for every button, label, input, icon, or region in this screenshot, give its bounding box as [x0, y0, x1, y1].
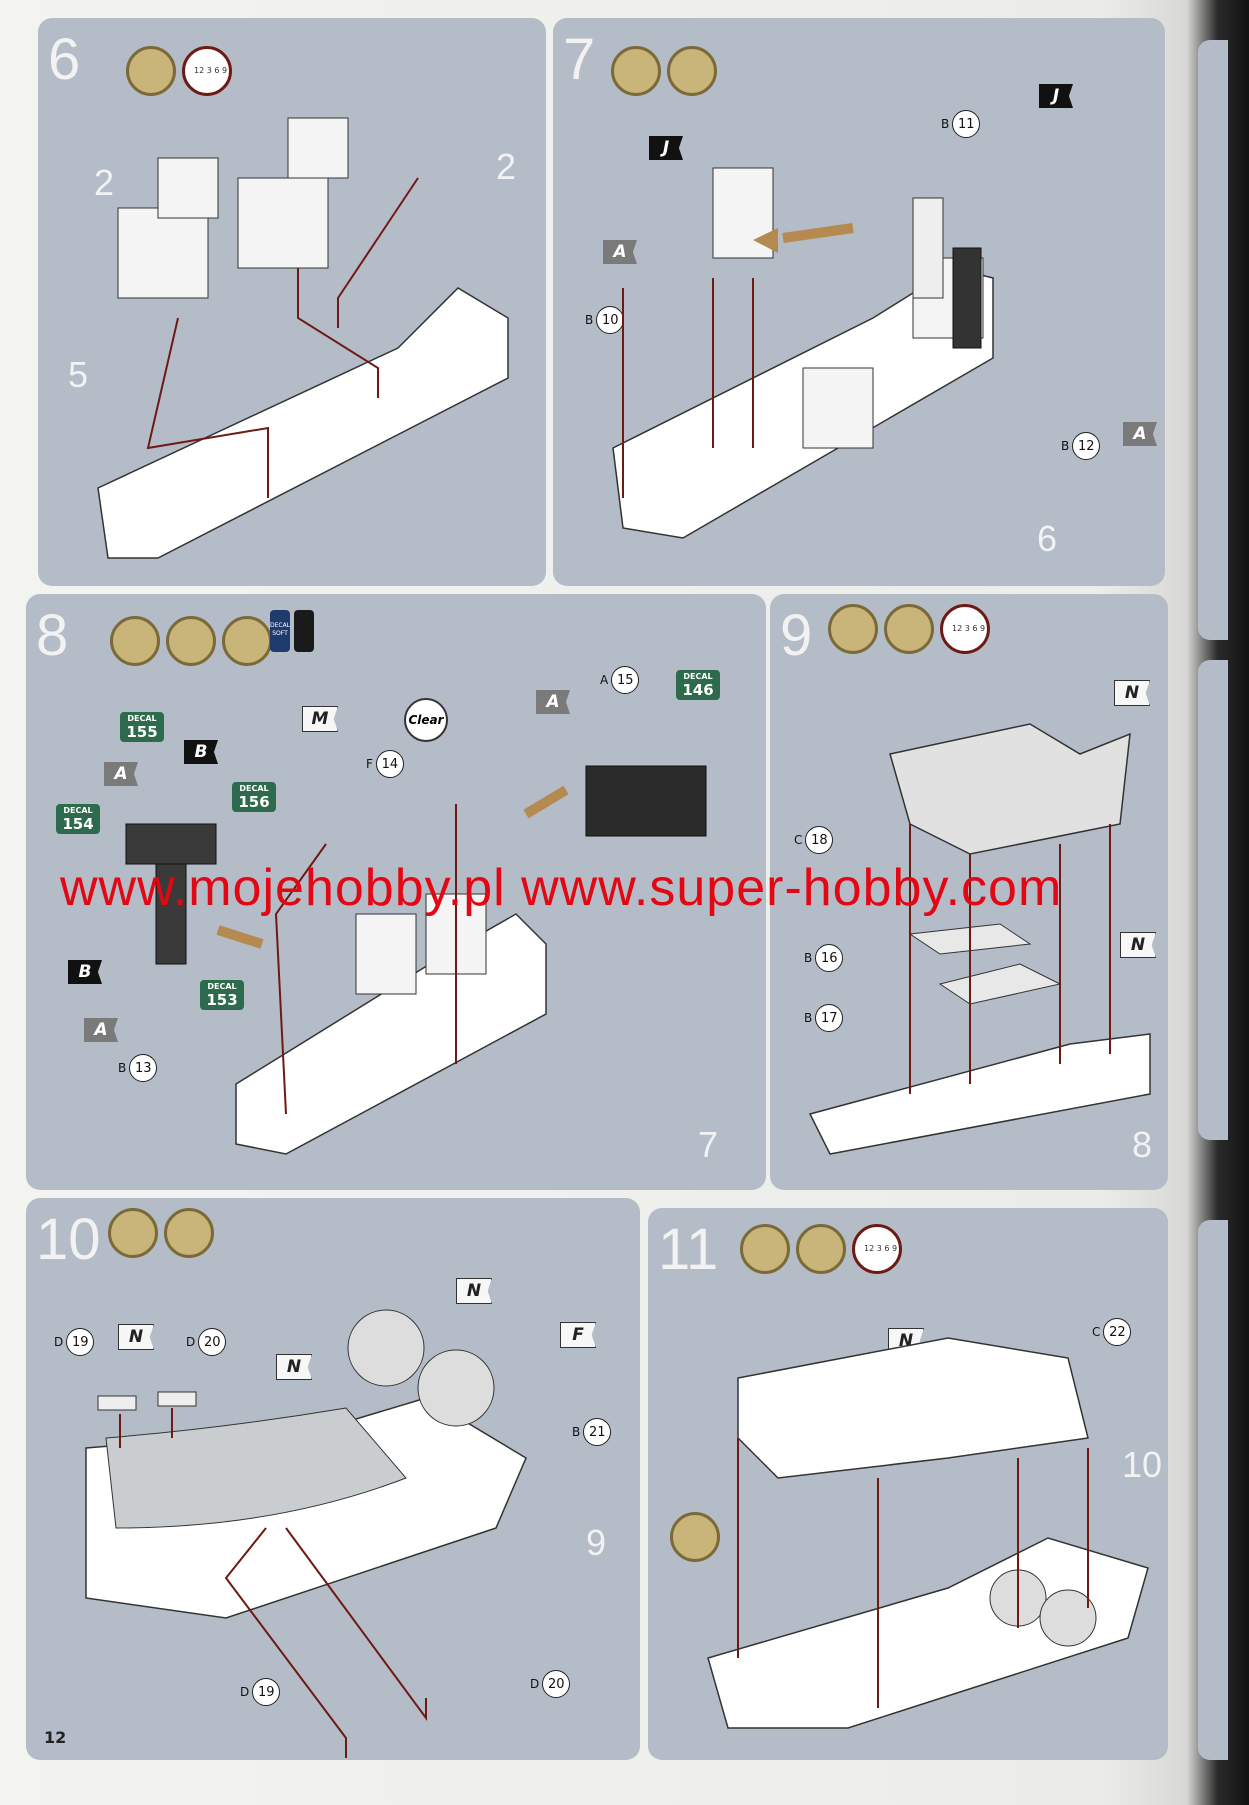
step-number: 11 — [658, 1217, 719, 1282]
step-number: 9 — [780, 603, 813, 668]
clock-icon — [852, 1224, 902, 1274]
part-ref: 10 — [1122, 1444, 1163, 1485]
next-page-edge — [1198, 660, 1228, 1140]
step-number: 10 — [36, 1207, 101, 1272]
color-tag: A — [1123, 422, 1157, 446]
step-number: 7 — [563, 27, 596, 92]
color-tag: F — [560, 1322, 596, 1348]
decal-icon — [222, 616, 272, 666]
color-tag: A — [104, 762, 138, 786]
glue-icon — [108, 1208, 158, 1258]
color-tag: N — [276, 1354, 312, 1380]
color-tag: N — [456, 1278, 492, 1304]
glue-icon — [110, 616, 160, 666]
tape-icon — [670, 1512, 720, 1562]
color-tag: J — [1039, 84, 1073, 108]
glue-icon — [740, 1224, 790, 1274]
paint-brush-icon — [796, 1224, 846, 1274]
part-ref: 9 — [586, 1522, 607, 1563]
color-tag: M — [302, 706, 338, 732]
paint-brush-icon — [884, 604, 934, 654]
page-number: 12 — [44, 1728, 67, 1747]
part-ref: 6 — [1037, 518, 1058, 559]
color-tag: N — [1114, 680, 1150, 706]
color-tag: A — [536, 690, 570, 714]
next-page-edge — [1198, 1220, 1228, 1760]
part-ref: 2 — [496, 146, 517, 187]
part-ref: 2 — [94, 162, 115, 203]
step-9-drawing — [808, 723, 1151, 1155]
color-tag: J — [649, 136, 683, 160]
decal-soft-bottle: DECAL SOFT — [270, 610, 290, 652]
glue-icon — [611, 46, 661, 96]
step-number: 6 — [48, 27, 81, 92]
decal-bottle — [294, 610, 314, 652]
step-8-drawing — [125, 765, 707, 1155]
paint-brush-icon — [667, 46, 717, 96]
color-tag: N — [118, 1324, 154, 1350]
clock-icon — [182, 46, 232, 96]
color-tag: A — [603, 240, 637, 264]
part-ref: 5 — [68, 354, 89, 395]
paint-brush-icon — [166, 616, 216, 666]
step-6-panel: 6 2 2 5 — [38, 18, 546, 586]
part-ref: 8 — [1132, 1124, 1153, 1165]
step-9-panel: 9 N N C18 B16 B17 8 — [770, 594, 1168, 1190]
step-7-drawing — [612, 167, 994, 539]
glue-icon — [126, 46, 176, 96]
paint-brush-icon — [164, 1208, 214, 1258]
step-6-drawing — [97, 117, 509, 559]
step-10-drawing — [85, 1309, 527, 1758]
color-tag: B — [68, 960, 102, 984]
clear-part-icon: Clear — [404, 698, 448, 742]
color-tag: B — [184, 740, 218, 764]
color-tag: A — [84, 1018, 118, 1042]
step-11-panel: 11 N C22 10 — [648, 1208, 1168, 1760]
watermark-text: www.mojehobby.pl www.super-hobby.com — [60, 859, 1063, 917]
part-ref: 7 — [698, 1124, 719, 1165]
next-page-edge — [1198, 40, 1228, 640]
clock-icon — [940, 604, 990, 654]
step-11-drawing — [707, 1337, 1149, 1729]
step-number: 8 — [36, 603, 69, 668]
glue-icon — [828, 604, 878, 654]
